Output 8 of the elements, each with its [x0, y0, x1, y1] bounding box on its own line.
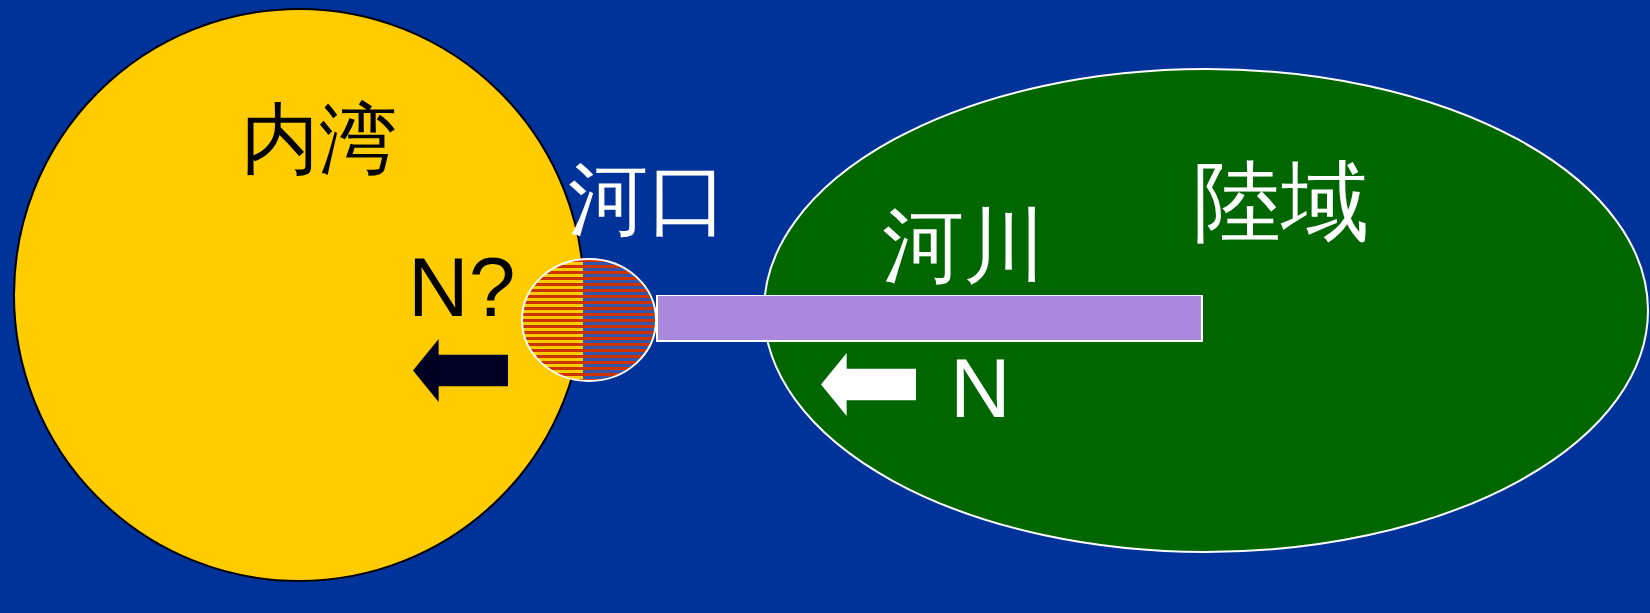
region-label: 河口 — [568, 160, 728, 240]
river-bar — [656, 295, 1203, 342]
nutrient-label: N? — [408, 245, 516, 329]
land-ellipse — [763, 68, 1649, 553]
nutrient-label: N — [950, 346, 1011, 430]
region-label: 内湾 — [241, 100, 397, 178]
region-label: 陸域 — [1193, 158, 1369, 246]
region-label: 河川 — [882, 205, 1046, 287]
